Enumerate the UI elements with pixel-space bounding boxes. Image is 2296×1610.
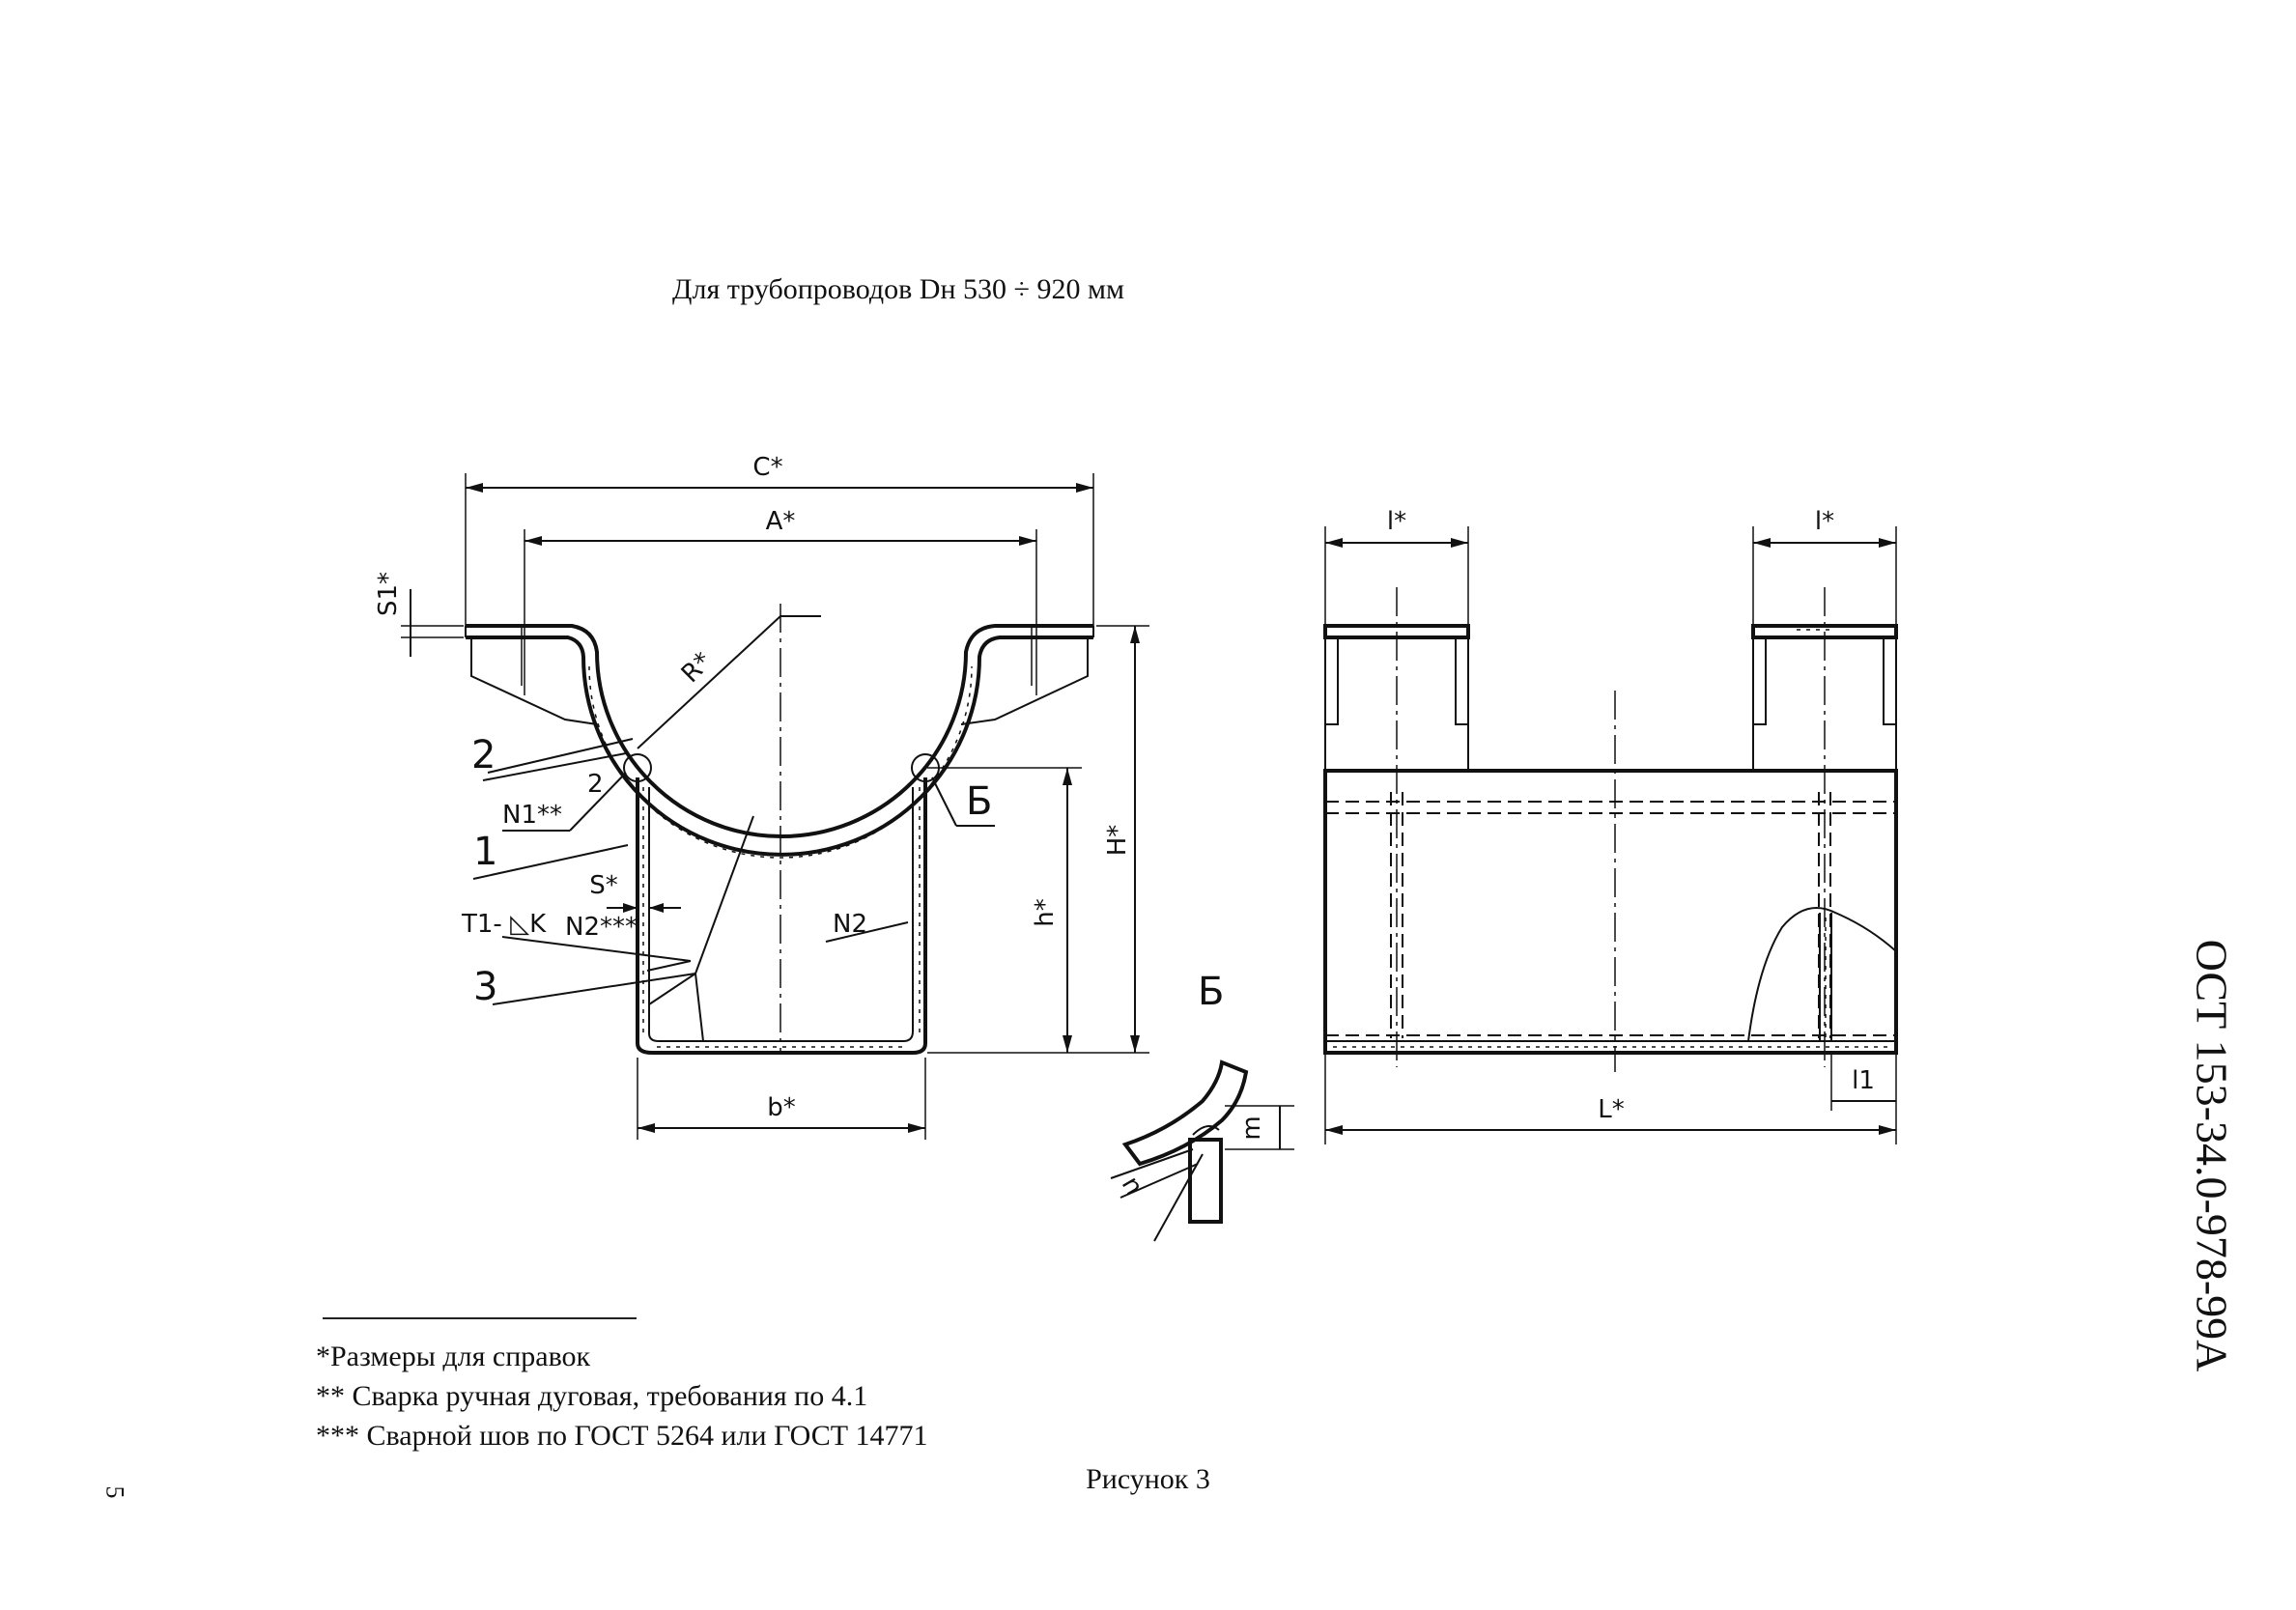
dim-h-big-label: H*: [1103, 825, 1132, 857]
dim-s1-label: S1*: [374, 572, 403, 616]
dim-c-label: C*: [752, 453, 782, 482]
detail-b-wall: [1188, 1138, 1223, 1224]
left-gusset: [470, 639, 598, 725]
callout-item-3: 3: [473, 965, 497, 1009]
dim-l-right-label: l*: [1815, 507, 1834, 536]
footnotes: *Размеры для справок ** Сварка ручная ду…: [316, 1337, 928, 1455]
callout-weld-symbol: T1- ◺K: [461, 910, 547, 939]
detail-b-view: Б m n: [1110, 970, 1294, 1242]
front-view: C* A* S1* R*: [374, 453, 1149, 1140]
dim-b-label: b*: [767, 1093, 796, 1122]
dim-a-label: A*: [766, 507, 796, 536]
side-view: l* l*: [1323, 507, 1898, 1144]
callout-detail-b: Б: [966, 779, 992, 824]
dim-h-small-label: h*: [1031, 898, 1060, 926]
footnote-separator: [323, 1317, 637, 1319]
callout-n2-weld: N2***: [565, 913, 638, 942]
support-box: [636, 777, 927, 1055]
dim-s-label: S*: [589, 871, 618, 900]
callout-item-1: 1: [473, 830, 497, 874]
callout-n1: N1**: [502, 801, 562, 830]
dim-r-label: R*: [676, 647, 718, 689]
footnote-1: *Размеры для справок: [316, 1341, 591, 1372]
figure-caption: Рисунок 3: [1086, 1463, 1210, 1495]
dim-l-left-label: l*: [1387, 507, 1406, 536]
callout-n2: N2: [833, 910, 867, 939]
callout-n1-sub: 2: [587, 770, 604, 799]
break-line: [1747, 907, 1897, 1042]
page-title: Для трубопроводов Dн 530 ÷ 920 мм: [672, 273, 1124, 305]
side-body: [1323, 769, 1898, 1055]
detail-b-dim-n: n: [1116, 1172, 1148, 1200]
page-number: 5: [100, 1485, 129, 1499]
dim-l1-label: l1: [1852, 1066, 1875, 1095]
footnote-3: *** Сварной шов по ГОСТ 5264 или ГОСТ 14…: [316, 1420, 928, 1452]
document-code: ОСТ 153-34.0-978-99А: [2187, 939, 2237, 1372]
footnote-2: ** Сварка ручная дуговая, требования по …: [316, 1380, 868, 1412]
callout-item-2: 2: [471, 733, 496, 777]
detail-b-dim-m: m: [1237, 1116, 1266, 1140]
saddle-top-plate: [466, 624, 1093, 838]
dim-L-label: L*: [1598, 1095, 1625, 1124]
weld-circle-left: [623, 753, 652, 782]
detail-b-title: Б: [1198, 970, 1224, 1014]
right-gusset: [960, 639, 1089, 725]
